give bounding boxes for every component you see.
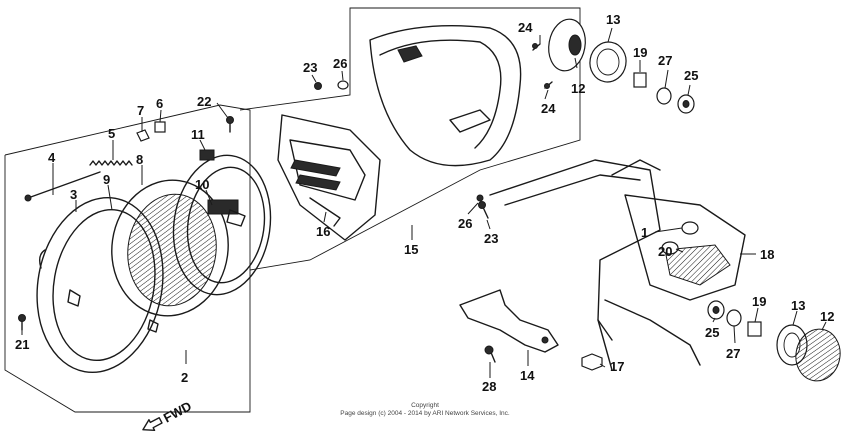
fwd-indicator: FWD: [142, 398, 194, 432]
washer-27-bottom: [726, 309, 742, 327]
callout-13b: 13: [791, 298, 805, 313]
callout-26a: 26: [333, 56, 347, 71]
meter-cover-13: [589, 41, 627, 83]
headlight-lens: [111, 179, 229, 317]
callout-9: 9: [103, 172, 110, 187]
washer-7: [136, 129, 150, 142]
callout-24b: 24: [541, 101, 556, 116]
bracket-14: [459, 289, 559, 353]
callout-3: 3: [70, 187, 77, 202]
callout-24a: 24: [518, 20, 533, 35]
meter-cup-12: [548, 18, 586, 72]
callout-14: 14: [520, 368, 535, 383]
callout-5: 5: [108, 126, 115, 141]
callout-28: 28: [482, 379, 496, 394]
spring-5: [89, 160, 133, 166]
sealed-beam-unit: [172, 149, 272, 296]
copyright-line1: Copyright: [411, 402, 439, 409]
bolt-23-bottom: [478, 201, 489, 219]
callout-6: 6: [156, 96, 163, 111]
callout-25b: 25: [705, 325, 719, 340]
leader-lines: [21, 27, 827, 378]
washer-26-top: [337, 80, 349, 90]
callout-23a: 23: [303, 60, 317, 75]
callout-27b: 27: [726, 346, 740, 361]
nut-17: [581, 353, 603, 371]
rubber-1: [681, 221, 699, 235]
headlight-stay: [489, 159, 746, 371]
screw-21: [18, 314, 26, 331]
callout-20: 20: [658, 244, 672, 259]
callout-2: 2: [181, 370, 188, 385]
callout-10: 10: [195, 177, 209, 192]
washer-25-bottom: [707, 300, 725, 320]
bolt-23-top: [314, 82, 322, 90]
callout-12a: 12: [571, 81, 585, 96]
callout-4: 4: [48, 150, 56, 165]
callout-22: 22: [197, 94, 211, 109]
nut-19-bottom: [747, 321, 762, 337]
callout-7: 7: [137, 103, 144, 118]
callout-13a: 13: [606, 12, 620, 27]
callout-25a: 25: [684, 68, 698, 83]
copyright-line2: Page design (c) 2004 - 2014 by ARI Netwo…: [340, 410, 510, 417]
bolt-26-bottom: [476, 194, 484, 202]
bolt-24-lower: [544, 81, 553, 89]
callout-27a: 27: [658, 53, 672, 68]
washer-25-top: [677, 94, 695, 114]
fwd-arrow-icon: [142, 416, 163, 432]
bolt-28: [484, 345, 496, 363]
callout-23b: 23: [484, 231, 498, 246]
callout-8: 8: [136, 152, 143, 167]
headlight-case: [369, 25, 522, 167]
callout-1: 1: [641, 225, 648, 240]
callout-19a: 19: [633, 45, 647, 60]
callout-18: 18: [760, 247, 774, 262]
nut-20: [661, 241, 679, 255]
washer-27-top: [656, 87, 672, 105]
assembly-frame: [4, 7, 581, 413]
callout-15: 15: [404, 242, 418, 257]
callout-labels: 1 2 3 4 5 6 7 8 9 10 11 12 12 13 13 14 1…: [15, 12, 834, 394]
bolt-24-top: [532, 43, 541, 51]
callout-21: 21: [15, 337, 29, 352]
callout-19b: 19: [752, 294, 766, 309]
screw-22: [226, 116, 234, 133]
callout-26b: 26: [458, 216, 472, 231]
nut-19-top: [633, 72, 647, 88]
callout-11: 11: [191, 127, 205, 142]
callout-12b: 12: [820, 309, 834, 324]
nut-6: [154, 121, 166, 133]
callout-16: 16: [316, 224, 330, 239]
callout-17: 17: [610, 359, 624, 374]
wiring-connector: [277, 114, 381, 241]
fwd-label: FWD: [161, 398, 194, 425]
screw-4: [24, 171, 101, 202]
